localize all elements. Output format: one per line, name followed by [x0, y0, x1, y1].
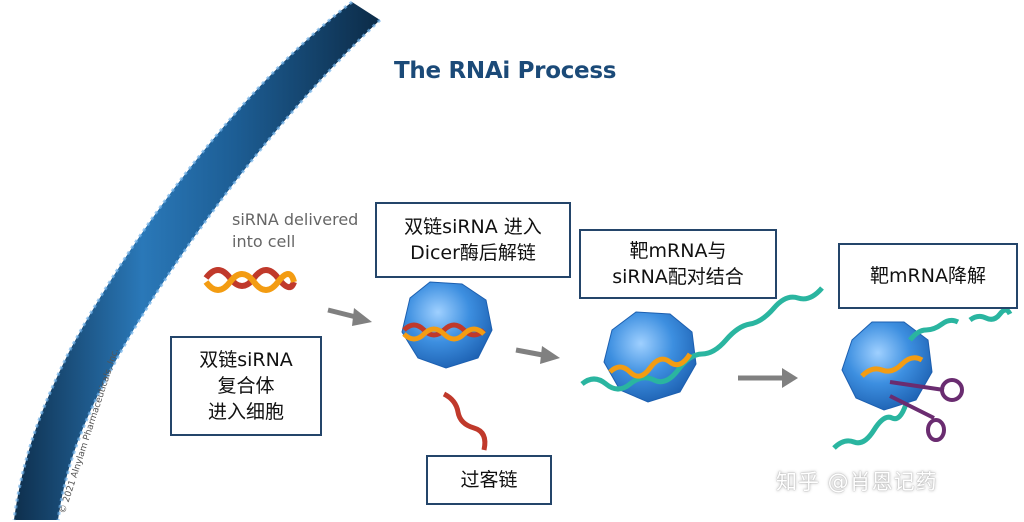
- delivered-note: siRNA delivered into cell: [232, 209, 358, 253]
- degradation-complex-icon: [832, 307, 1013, 450]
- step-binding-line2: siRNA配对结合: [612, 266, 744, 288]
- step-dicer-line1: 双链siRNA 进入: [404, 216, 542, 238]
- risc-complex-icon: [580, 286, 824, 403]
- arrow-2: [515, 346, 560, 364]
- step-degradation-box: 靶mRNA降解: [838, 243, 1018, 309]
- delivered-note-line2: into cell: [232, 232, 296, 251]
- dicer-complex-icon: [401, 281, 493, 369]
- step-degradation-label: 靶mRNA降解: [870, 265, 986, 287]
- arrow-3: [738, 368, 798, 388]
- step-entry-line2: 复合体: [217, 375, 275, 397]
- step-entry-line3: 进入细胞: [207, 401, 284, 423]
- step-entry-box: 双链siRNA 复合体 进入细胞: [170, 336, 322, 436]
- sirna-duplex-icon: [203, 267, 297, 293]
- passenger-strand-icon: [442, 391, 488, 451]
- step-dicer-line2: Dicer酶后解链: [410, 242, 536, 264]
- passenger-strand-box: 过客链: [426, 455, 552, 505]
- delivered-note-line1: siRNA delivered: [232, 210, 359, 229]
- step-dicer-box: 双链siRNA 进入 Dicer酶后解链: [375, 202, 571, 278]
- step-entry-line1: 双链siRNA: [199, 349, 293, 371]
- diagram-title: The RNAi Process: [394, 58, 617, 84]
- passenger-strand-label: 过客链: [460, 469, 518, 491]
- scissors-icon: [889, 378, 964, 442]
- arrow-1: [327, 307, 372, 326]
- cell-membrane: [12, 0, 382, 521]
- watermark: 知乎 @肖恩记药: [776, 470, 938, 494]
- step-binding-box: 靶mRNA与 siRNA配对结合: [579, 229, 777, 299]
- step-binding-line1: 靶mRNA与: [629, 240, 727, 262]
